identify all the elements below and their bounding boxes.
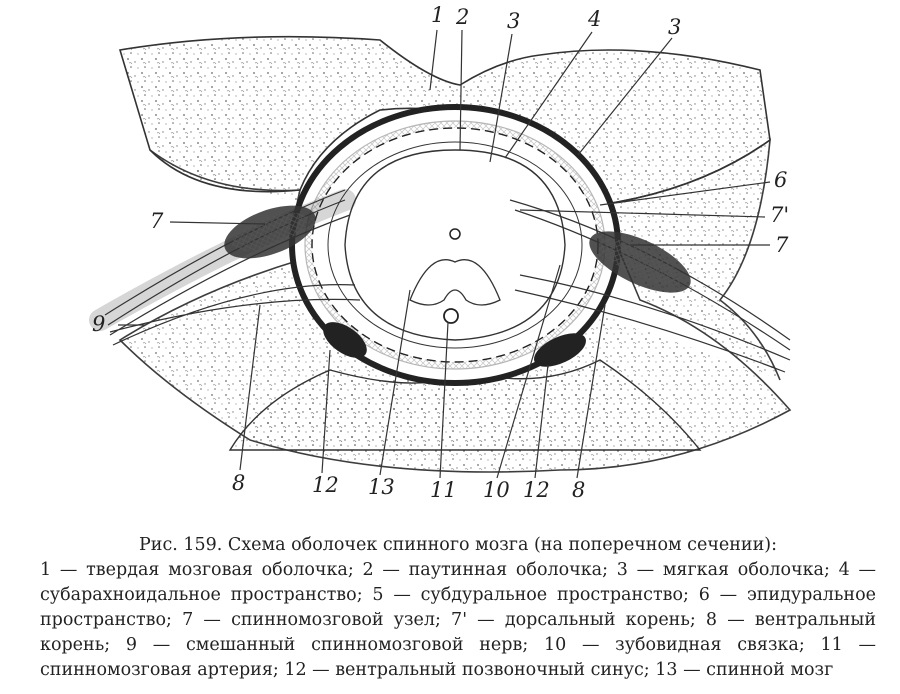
label-7-left: 7 <box>150 209 164 233</box>
label-7-prime: 7' <box>770 203 789 227</box>
right-nerve <box>509 199 791 373</box>
caption-legend: 1 — твердая мозговая оболочка; 2 — паути… <box>40 560 876 680</box>
ventral-sinus <box>323 322 586 367</box>
label-13: 13 <box>368 475 395 499</box>
leader-lines <box>118 29 771 479</box>
label-6: 6 <box>774 168 787 192</box>
label-11: 11 <box>430 478 457 502</box>
label-7-right: 7 <box>775 233 789 257</box>
spinal-cord-cross-section-diagram: 1 2 3 4 3 6 7 7' 7 9 8 12 13 11 10 12 8 <box>89 3 792 502</box>
label-1: 1 <box>431 3 444 27</box>
figure-caption: Рис. 159. Схема оболочек спинного мозга … <box>40 533 876 683</box>
label-3-top: 3 <box>507 9 520 33</box>
label-8-left: 8 <box>232 471 245 495</box>
label-12-right: 12 <box>523 478 550 502</box>
labels: 1 2 3 4 3 6 7 7' 7 9 8 12 13 11 10 12 8 <box>92 3 789 502</box>
label-3-right: 3 <box>668 15 681 39</box>
label-2: 2 <box>455 5 469 29</box>
label-12-left: 12 <box>312 473 339 497</box>
label-9: 9 <box>92 312 105 336</box>
label-4: 4 <box>587 7 601 31</box>
label-8-right: 8 <box>572 478 585 502</box>
spinal-cord <box>344 149 566 341</box>
left-nerve <box>89 189 361 346</box>
label-10: 10 <box>483 478 510 502</box>
caption-title: Рис. 159. Схема оболочек спинного мозга … <box>139 535 777 555</box>
